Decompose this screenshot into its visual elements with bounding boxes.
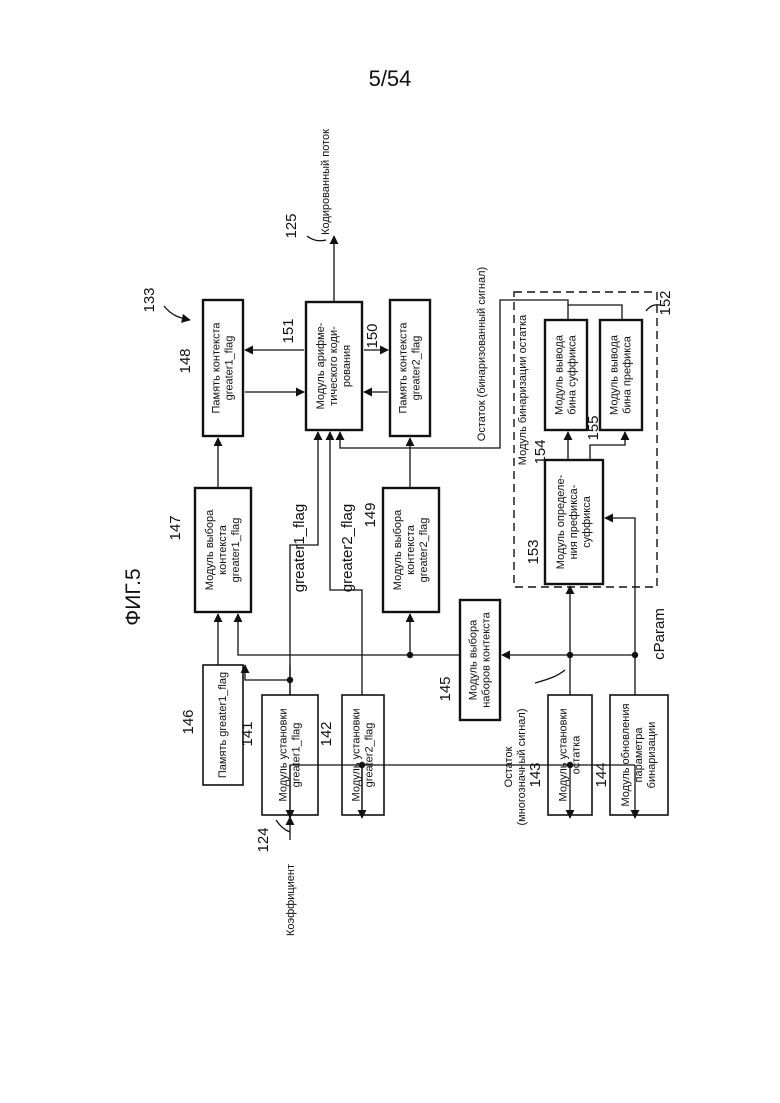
ref-149: 149	[362, 502, 379, 527]
block-145-label-line-2: наборов контекста	[480, 611, 492, 707]
block-141-label-line-2: greater1_flag	[290, 723, 302, 788]
block-153-label-line-1: Модуль определе-	[555, 474, 567, 569]
block-148-label-line-1: Память контекста	[210, 322, 222, 414]
ref-150: 150	[364, 323, 381, 348]
ref-155: 155	[585, 415, 602, 440]
input-label: Коэффициент	[285, 864, 297, 936]
block-151-label-line-2: тического коди-	[328, 326, 340, 406]
ref-144: 144	[593, 762, 610, 787]
group-152-label: Модуль бинаризации остатка	[517, 314, 529, 465]
ref-154: 154	[532, 439, 549, 464]
block-154-label-line-1: Модуль вывода	[553, 334, 565, 415]
block-149-label-line-2: контекста	[405, 524, 417, 575]
ref-145: 145	[437, 676, 454, 701]
block-151-label-line-3: рования	[341, 345, 353, 387]
remainder-binary-label: Остаток (бинаризованный сигнал)	[476, 267, 488, 441]
block-153-label-line-2: ния префикса-	[568, 484, 580, 559]
ref-147: 147	[167, 515, 184, 540]
ref-133-leader	[164, 306, 190, 320]
block-153-label-line-3: суффикса	[581, 495, 593, 548]
block-142-label-line-2: greater2_flag	[363, 723, 375, 788]
ref-153: 153	[525, 539, 542, 564]
ref-146: 146	[180, 709, 197, 734]
ref-148: 148	[177, 348, 194, 373]
block-149-label-line-3: greater2_flag	[418, 518, 430, 583]
block-154-label-line-2: бина суффикса	[566, 334, 578, 414]
figure-title: ФИГ.5	[122, 568, 145, 625]
ref-133: 133	[141, 287, 158, 312]
remainder-multi-label-1: Остаток	[503, 746, 515, 787]
block-144-label-line-3: бинаризации	[646, 722, 658, 789]
output-label: Кодированный поток	[320, 129, 332, 235]
block-151-label-line-1: Модуль арифме-	[315, 322, 327, 409]
block-142-label-line-1: Модуль установки	[350, 709, 362, 802]
ref-125: 125	[283, 213, 300, 238]
ref-142: 142	[318, 721, 335, 746]
block-147-label-line-2: контекста	[217, 524, 229, 575]
block-150-label-line-2: greater2_flag	[410, 336, 422, 401]
block-148-label-line-2: greater1_flag	[223, 336, 235, 401]
block-143-label-line-1: Модуль установки	[557, 709, 569, 802]
cparam-label: cParam	[651, 608, 668, 660]
block-143-label-line-2: остатка	[570, 735, 582, 775]
ref-141: 141	[239, 721, 256, 746]
block-145-label-line-1: Модуль выбора	[467, 619, 479, 700]
block-141-label-line-1: Модуль установки	[277, 709, 289, 802]
remainder-multi-label-2: (многозначный сигнал)	[516, 708, 528, 825]
block-155-label-line-1: Модуль вывода	[608, 334, 620, 415]
block-155-label-line-2: бина префикса	[621, 335, 633, 414]
ref-124: 124	[255, 827, 272, 852]
block-149-label-line-1: Модуль выбора	[392, 509, 404, 590]
block-147-label-line-3: greater1_flag	[230, 518, 242, 583]
ref-152: 152	[657, 290, 674, 315]
greater2-flag-label: greater2_flag	[339, 504, 356, 592]
block-146-label-line-1: Память greater1_flag	[217, 672, 229, 778]
ref-151: 151	[280, 318, 297, 343]
block-150-label-line-1: Память контекста	[397, 322, 409, 414]
greater1-flag-label: greater1_flag	[291, 504, 308, 592]
ref-143: 143	[527, 762, 544, 787]
block-147-label-line-1: Модуль выбора	[204, 509, 216, 590]
block-144-label-line-1: Модуль обновления	[620, 703, 632, 806]
